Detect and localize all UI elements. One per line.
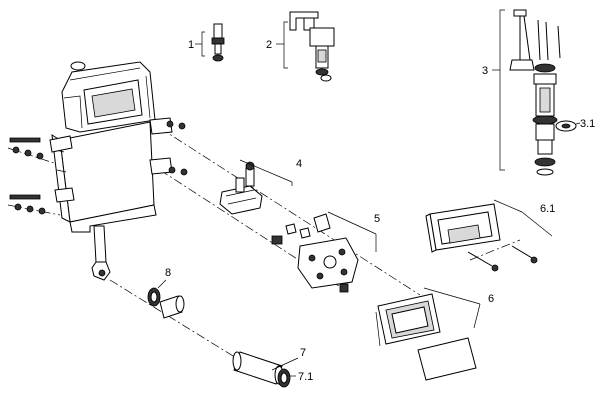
callout-5: 5 — [374, 213, 380, 225]
callout-8: 8 — [165, 267, 171, 279]
callout-1: 1 — [188, 39, 194, 51]
part-7-1-seal-ring — [277, 368, 296, 388]
fixing-bolts-right — [166, 120, 188, 176]
part-3-1-gasket — [555, 120, 581, 132]
callout-4: 4 — [296, 158, 302, 170]
part-1-valve — [195, 23, 225, 62]
callout-3-1: 3.1 — [580, 118, 595, 130]
callout-2: 2 — [266, 39, 272, 51]
fixing-bolts-left — [9, 137, 46, 215]
callout-6-1: 6.1 — [540, 203, 555, 215]
callout-3: 3 — [482, 65, 488, 77]
part-2-fill-valve — [276, 11, 335, 82]
part-5-mounting-plate — [297, 211, 377, 293]
cistern-frame — [49, 61, 173, 281]
part-8-seal-sleeve — [147, 279, 185, 319]
callout-7-1: 7.1 — [298, 371, 313, 383]
callout-6: 6 — [488, 293, 494, 305]
part-6-1-cover-frame — [425, 199, 553, 272]
part-3-flush-valve — [492, 9, 561, 176]
callout-7: 7 — [300, 347, 306, 359]
part-4-actuator — [219, 159, 297, 245]
part-6-flush-plate-frame — [375, 287, 481, 381]
